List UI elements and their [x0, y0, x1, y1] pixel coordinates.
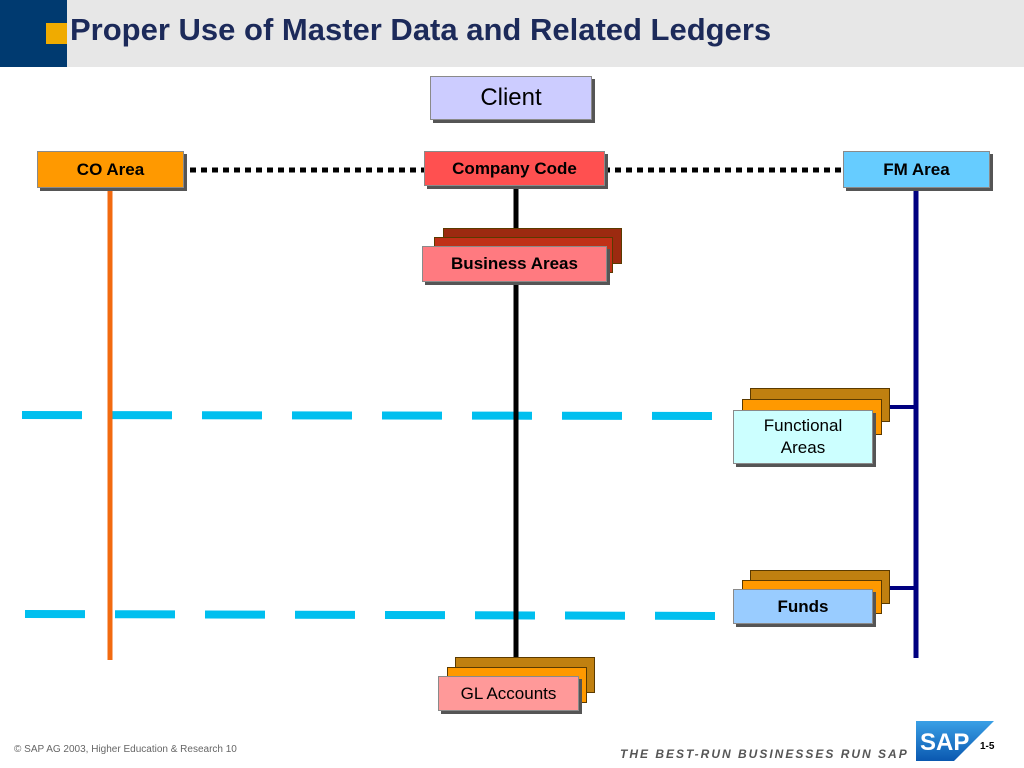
funds-box: Funds [733, 589, 873, 624]
dashed-line-funds [24, 610, 735, 620]
fm-area-box: FM Area [843, 151, 990, 188]
sap-logo-text: SAP [920, 729, 969, 756]
business-areas-label: Business Areas [451, 254, 578, 273]
dashed-line-functional [21, 411, 741, 420]
business-areas-box: Business Areas [422, 246, 607, 282]
page-number: 1-5 [980, 741, 995, 752]
footer-copyright: © SAP AG 2003, Higher Education & Resear… [14, 744, 237, 755]
header-accent-square [46, 23, 67, 44]
funds-label: Funds [777, 596, 829, 616]
company-code-label: Company Code [452, 158, 577, 178]
page-title: Proper Use of Master Data and Related Le… [70, 12, 772, 47]
co-area-box: CO Area [37, 151, 184, 188]
gl-accounts-label: GL Accounts [460, 683, 557, 703]
gl-accounts-box: GL Accounts [438, 676, 579, 711]
co-area-label: CO Area [76, 159, 145, 179]
functional-areas-label: Functional Areas [763, 416, 843, 457]
client-label: Client [480, 84, 542, 111]
company-code-box: Company Code [424, 151, 605, 186]
client-box: Client [430, 76, 592, 120]
functional-areas-box: Functional Areas [733, 410, 873, 464]
fm-area-label: FM Area [883, 159, 950, 179]
header-bar [0, 0, 1024, 67]
footer-tagline: THE BEST-RUN BUSINESSES RUN SAP [620, 747, 909, 761]
sap-logo: SAP [916, 721, 994, 761]
